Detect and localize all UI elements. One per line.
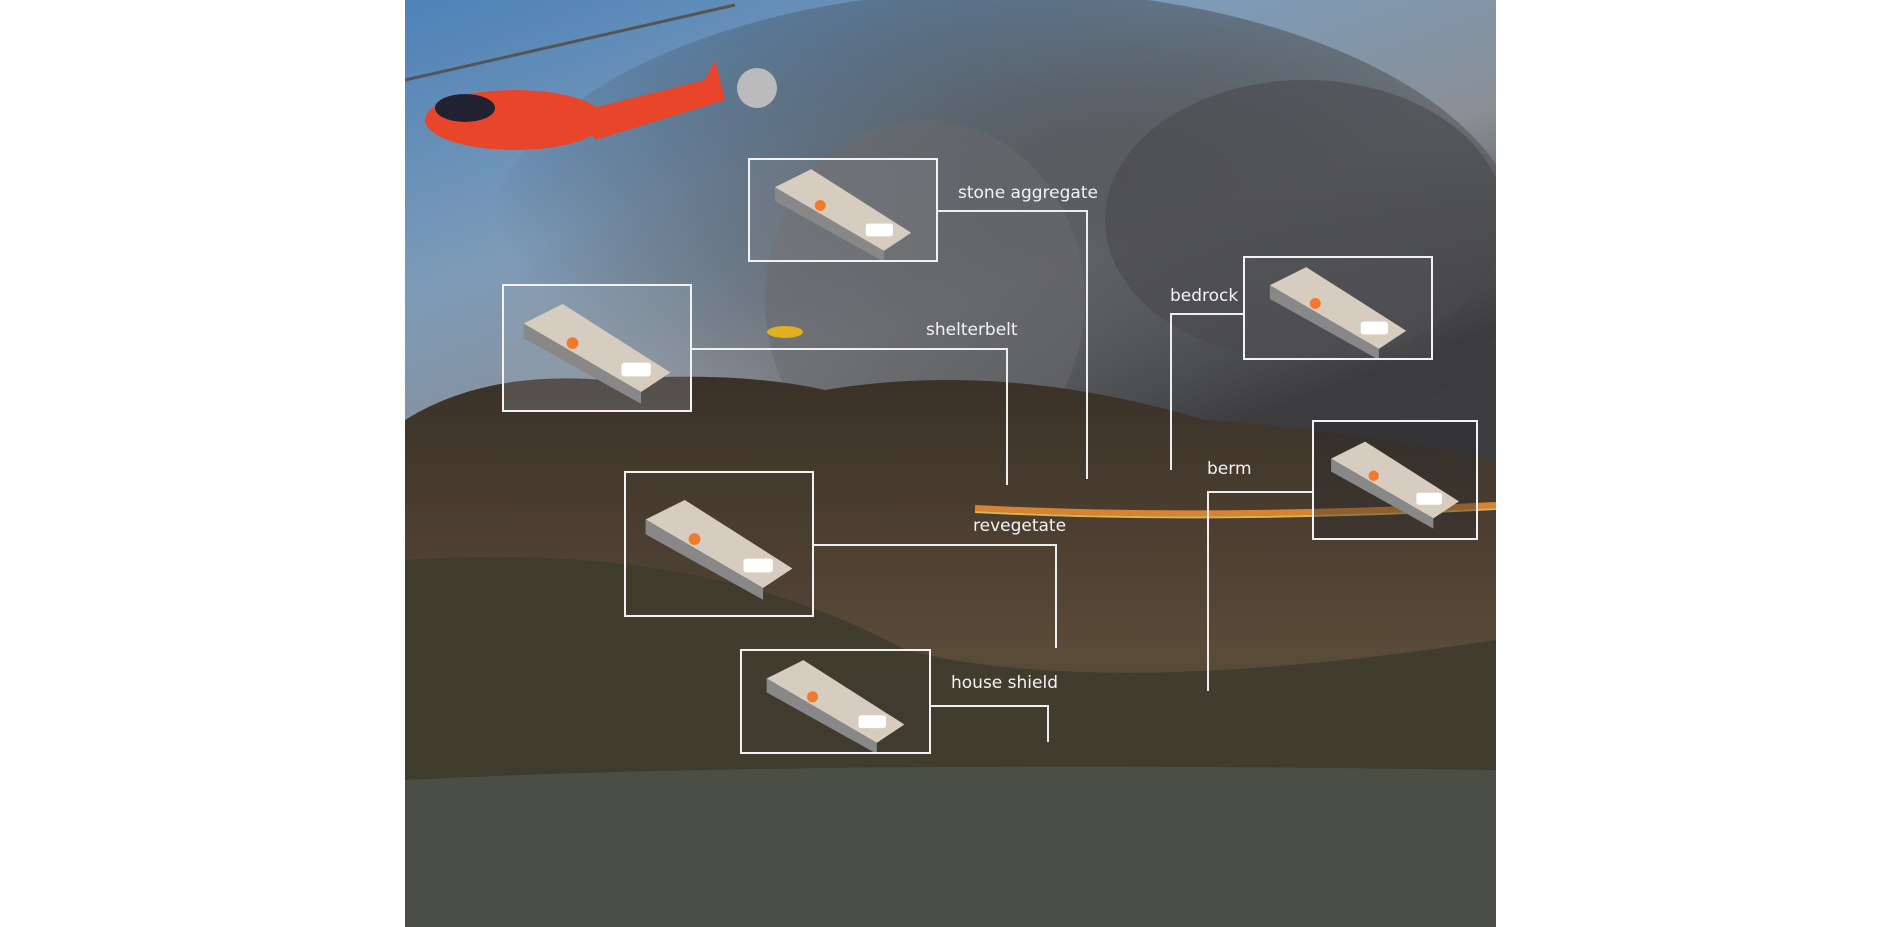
town-area [405, 766, 1496, 927]
leader-line [938, 210, 1086, 212]
slope-diagram-icon [645, 499, 793, 600]
stone-aggregate-label: stone aggregate [958, 183, 1098, 203]
slope-diagram-icon [766, 660, 905, 754]
leader-line [1086, 210, 1088, 479]
bedrock-diagram [1243, 256, 1433, 360]
revegetate-diagram [624, 471, 814, 617]
leader-line [1207, 491, 1209, 691]
leader-line [814, 544, 1055, 546]
helicopter [405, 3, 777, 150]
leader-line [1170, 313, 1172, 470]
shelterbelt-label: shelterbelt [926, 320, 1018, 340]
leader-line [931, 705, 1047, 707]
leader-line [692, 348, 1006, 350]
leader-line [1006, 348, 1008, 485]
berm-label: berm [1207, 459, 1252, 479]
stone-aggregate-diagram [748, 158, 938, 262]
slope-diagram-icon [1331, 441, 1459, 529]
leader-line [1207, 491, 1312, 493]
small-helicopter [767, 326, 803, 338]
revegetate-label: revegetate [973, 516, 1067, 536]
leader-line [1170, 313, 1243, 315]
slope-diagram-icon [1269, 267, 1407, 360]
house-shield-label: house shield [951, 673, 1058, 693]
slope-diagram-icon [774, 169, 912, 262]
shelterbelt-diagram [502, 284, 692, 412]
leader-line [1055, 544, 1057, 648]
leader-line [1047, 705, 1049, 742]
bedrock-label: bedrock [1170, 286, 1239, 306]
berm-diagram [1312, 420, 1478, 540]
house-shield-diagram [740, 649, 931, 754]
slope-diagram-icon [523, 303, 671, 404]
